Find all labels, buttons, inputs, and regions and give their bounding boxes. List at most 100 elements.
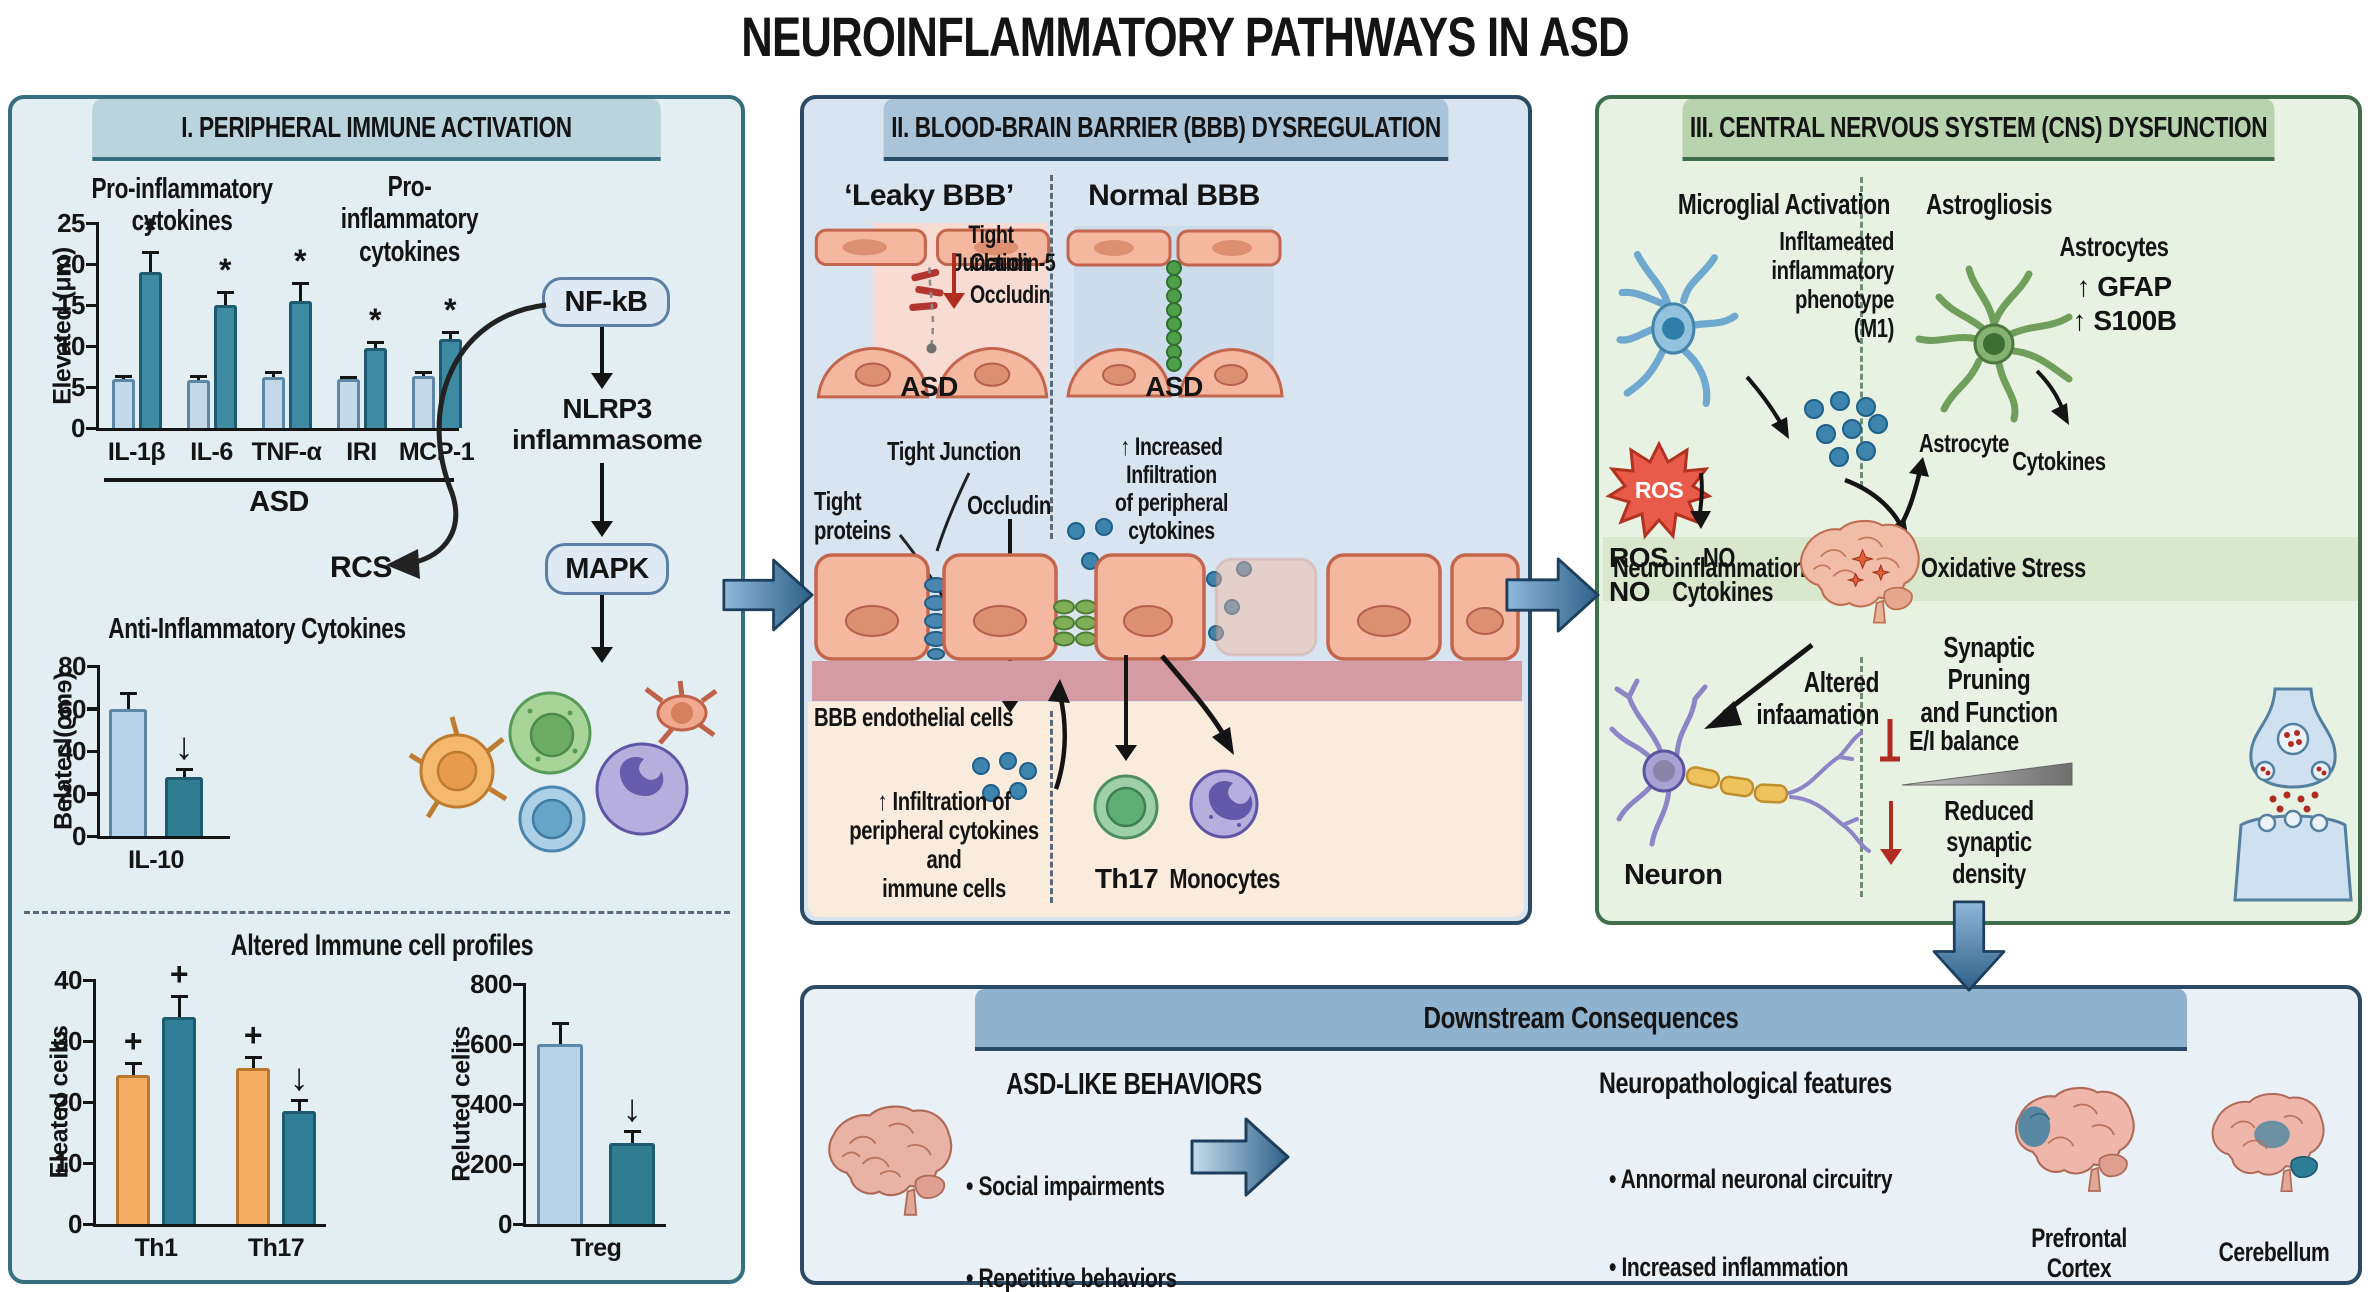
- nfkb-label: NF-kB: [564, 285, 648, 318]
- microglia-dots-arrow: [1745, 375, 1789, 439]
- oxidative-stress-label: Oxidative Stress: [1921, 552, 2086, 583]
- panel-cns-dysfunction: III. CENTRAL NERVOUS SYSTEM (CNS) DYSFUN…: [1595, 95, 2362, 925]
- infiltration-up-arrow: [1048, 679, 1070, 790]
- bar-pro_inflammatory_cytokines-IL-1β-1: [138, 272, 162, 428]
- consequences-arrow: [1190, 1117, 1290, 1197]
- rcs-arrow: [386, 302, 547, 579]
- brain-icon: [1800, 519, 1920, 624]
- panel-downstream: Downstream Consequences ASD-LIKE BEHAVIO…: [800, 985, 2362, 1292]
- chart1-title: Pro-inflammatory cytokines: [91, 173, 273, 238]
- normal-bbb-title: Normal BBB: [1088, 179, 1260, 212]
- ei-inhibit-icon: [1880, 719, 1900, 762]
- asd-behaviors-list: • Social impairments • Repetitive behavi…: [966, 1117, 1179, 1292]
- bar-pro_inflammatory_cytokines-IRI-0: [336, 378, 360, 428]
- endothelial-cells-icon: [812, 553, 1522, 701]
- bar-pro_inflammatory_cytokines-IL-1β-0: [111, 378, 135, 428]
- brain-side-background: [808, 702, 1524, 917]
- synaptic-title: Synaptic Pruning and Function: [1920, 632, 2058, 729]
- bbb-divider-top: [1050, 175, 1053, 539]
- chart2-title: Anti-Inflammatory Cytokines: [108, 613, 406, 645]
- panel-bbb-dysregulation: II. BLOOD-BRAIN BARRIER (BBB) DYSREGULAT…: [800, 95, 1532, 925]
- bar-pro_inflammatory_cytokines-TNF-α-1: [288, 300, 312, 428]
- prefrontal-label: Prefrontal Cortex: [2031, 1223, 2127, 1283]
- feature-item: • Increased inflammation: [1609, 1252, 1849, 1282]
- neuropath-list: • Annormal neuronal circuitry • Increase…: [1609, 1113, 1918, 1292]
- cerebellum-brain-icon: [2211, 1093, 2325, 1193]
- occludin-top-label: Occludin: [970, 281, 1051, 309]
- reduced-density-arrow: [1889, 801, 1893, 849]
- bar-altered_immune_cells_th-Th17-0: [236, 1068, 270, 1224]
- th17-cell-icon: [1093, 774, 1159, 840]
- immune-cells-icon: [408, 680, 718, 853]
- asd-right-label: ASD: [1145, 371, 1203, 402]
- panel3-header: III. CENTRAL NERVOUS SYSTEM (CNS) DYSFUN…: [1682, 99, 2275, 161]
- neuroinflammation-band: [1603, 537, 2358, 601]
- behavior-item: • Social impairments: [966, 1171, 1165, 1201]
- panel1-header: I. PERIPHERAL IMMUNE ACTIVATION: [92, 99, 661, 161]
- bar-altered_immune_cells_th-Th17-1: [282, 1111, 316, 1224]
- th17-label: Th17: [1094, 863, 1159, 894]
- bar-altered_immune_cells_treg-Treg-0: [537, 1044, 583, 1224]
- m1-label: Infltameated inflammatory phenotype (M1): [1771, 226, 1894, 344]
- cns-divider-bottom: [1860, 657, 1863, 897]
- neuroinflammation-label: Neuroinflammation: [1613, 552, 1806, 583]
- normal-bbb-icon: [1066, 226, 1284, 398]
- asd-behaviors-title: ASD-LIKE BEHAVIORS: [1006, 1066, 1262, 1101]
- cerebellum-label: Cerebellum: [2218, 1237, 2330, 1267]
- bar-anti_inflammatory_cytokines-IL-10-0: [109, 708, 147, 836]
- block-arrow-2-3: [1505, 557, 1600, 633]
- tight-proteins-label: Tight proteins: [814, 486, 891, 546]
- tight-junction-top-label: Tight Junction: [951, 221, 1031, 277]
- prefrontal-brain-icon: [2015, 1086, 2135, 1192]
- mapk-box: MAPK: [545, 543, 669, 595]
- bar-altered_immune_cells_treg-Treg-1: [609, 1143, 655, 1224]
- mapk-label: MAPK: [565, 552, 649, 585]
- asd-left-label: ASD: [900, 371, 958, 402]
- bar-pro_inflammatory_cytokines-IL-6-1: [213, 305, 237, 428]
- section-divider: [24, 911, 730, 914]
- monocytes-label: Monocytes: [1169, 863, 1280, 894]
- astrocyte-icon: [1915, 265, 2073, 423]
- pathway-title: Pro-inflammatory cytokines: [340, 171, 479, 268]
- block-arrow-3-downstream: [1932, 900, 2006, 992]
- ros-no-labels: ROS NO: [1609, 542, 1669, 607]
- monocyte-arrow: [1160, 654, 1234, 755]
- microglial-title: Microglial Activation: [1677, 189, 1891, 221]
- tight-junction-pointer: [935, 472, 971, 552]
- reduced-density-label: Reduced synaptic density: [1944, 795, 2034, 889]
- astrogliosis-title: Astrogliosis: [1925, 189, 2053, 221]
- microglia-icon: [1616, 251, 1739, 407]
- astrocytes-label: Astrocytes: [2059, 231, 2169, 262]
- cytokine-dots-cns: [1804, 391, 1888, 467]
- bbb-divider-bottom: [1050, 711, 1053, 903]
- neuron-icon: [1609, 678, 1871, 853]
- pathway-arrow-3: [600, 595, 604, 647]
- astrocyte-cytokines-arrow: [2035, 369, 2069, 425]
- altered-inflammation-label: Altered infaamation: [1756, 667, 1879, 732]
- asd-brain-icon: [828, 1105, 953, 1216]
- synapse-icon: [2233, 687, 2353, 902]
- claudin-label: Claudin-5: [970, 249, 1056, 277]
- behavior-item: • Repetitive behaviors: [966, 1263, 1177, 1292]
- downstream-header: Downstream Consequences: [974, 989, 2188, 1051]
- bbb-endothelial-label: BBB endothelial cells: [814, 702, 1014, 732]
- neuron-label: Neuron: [1624, 859, 1723, 891]
- ei-wedge-icon: [1901, 762, 2073, 786]
- cytokine-dots-upper: [1067, 518, 1113, 570]
- occludin-mid-label: Occludin: [967, 490, 1051, 520]
- microglia-no-arrow: [1690, 472, 1711, 529]
- th17-arrow: [1124, 655, 1128, 745]
- pathway-arrow-1: [600, 327, 604, 373]
- ei-balance-label: E/I balance: [1909, 725, 2019, 756]
- no-cytokines-labels: NO Cytokines: [1672, 542, 1774, 607]
- ros-badge-label: ROS: [1635, 477, 1684, 503]
- claudin-down-arrow: [952, 253, 956, 293]
- cns-divider-top: [1860, 177, 1863, 487]
- feature-item: • Annormal neuronal circuitry: [1609, 1164, 1893, 1194]
- pathway-arrow-2: [600, 463, 604, 521]
- cytokines-label: Cytokines: [2012, 446, 2106, 476]
- bar-pro_inflammatory_cytokines-IRI-1: [363, 348, 387, 428]
